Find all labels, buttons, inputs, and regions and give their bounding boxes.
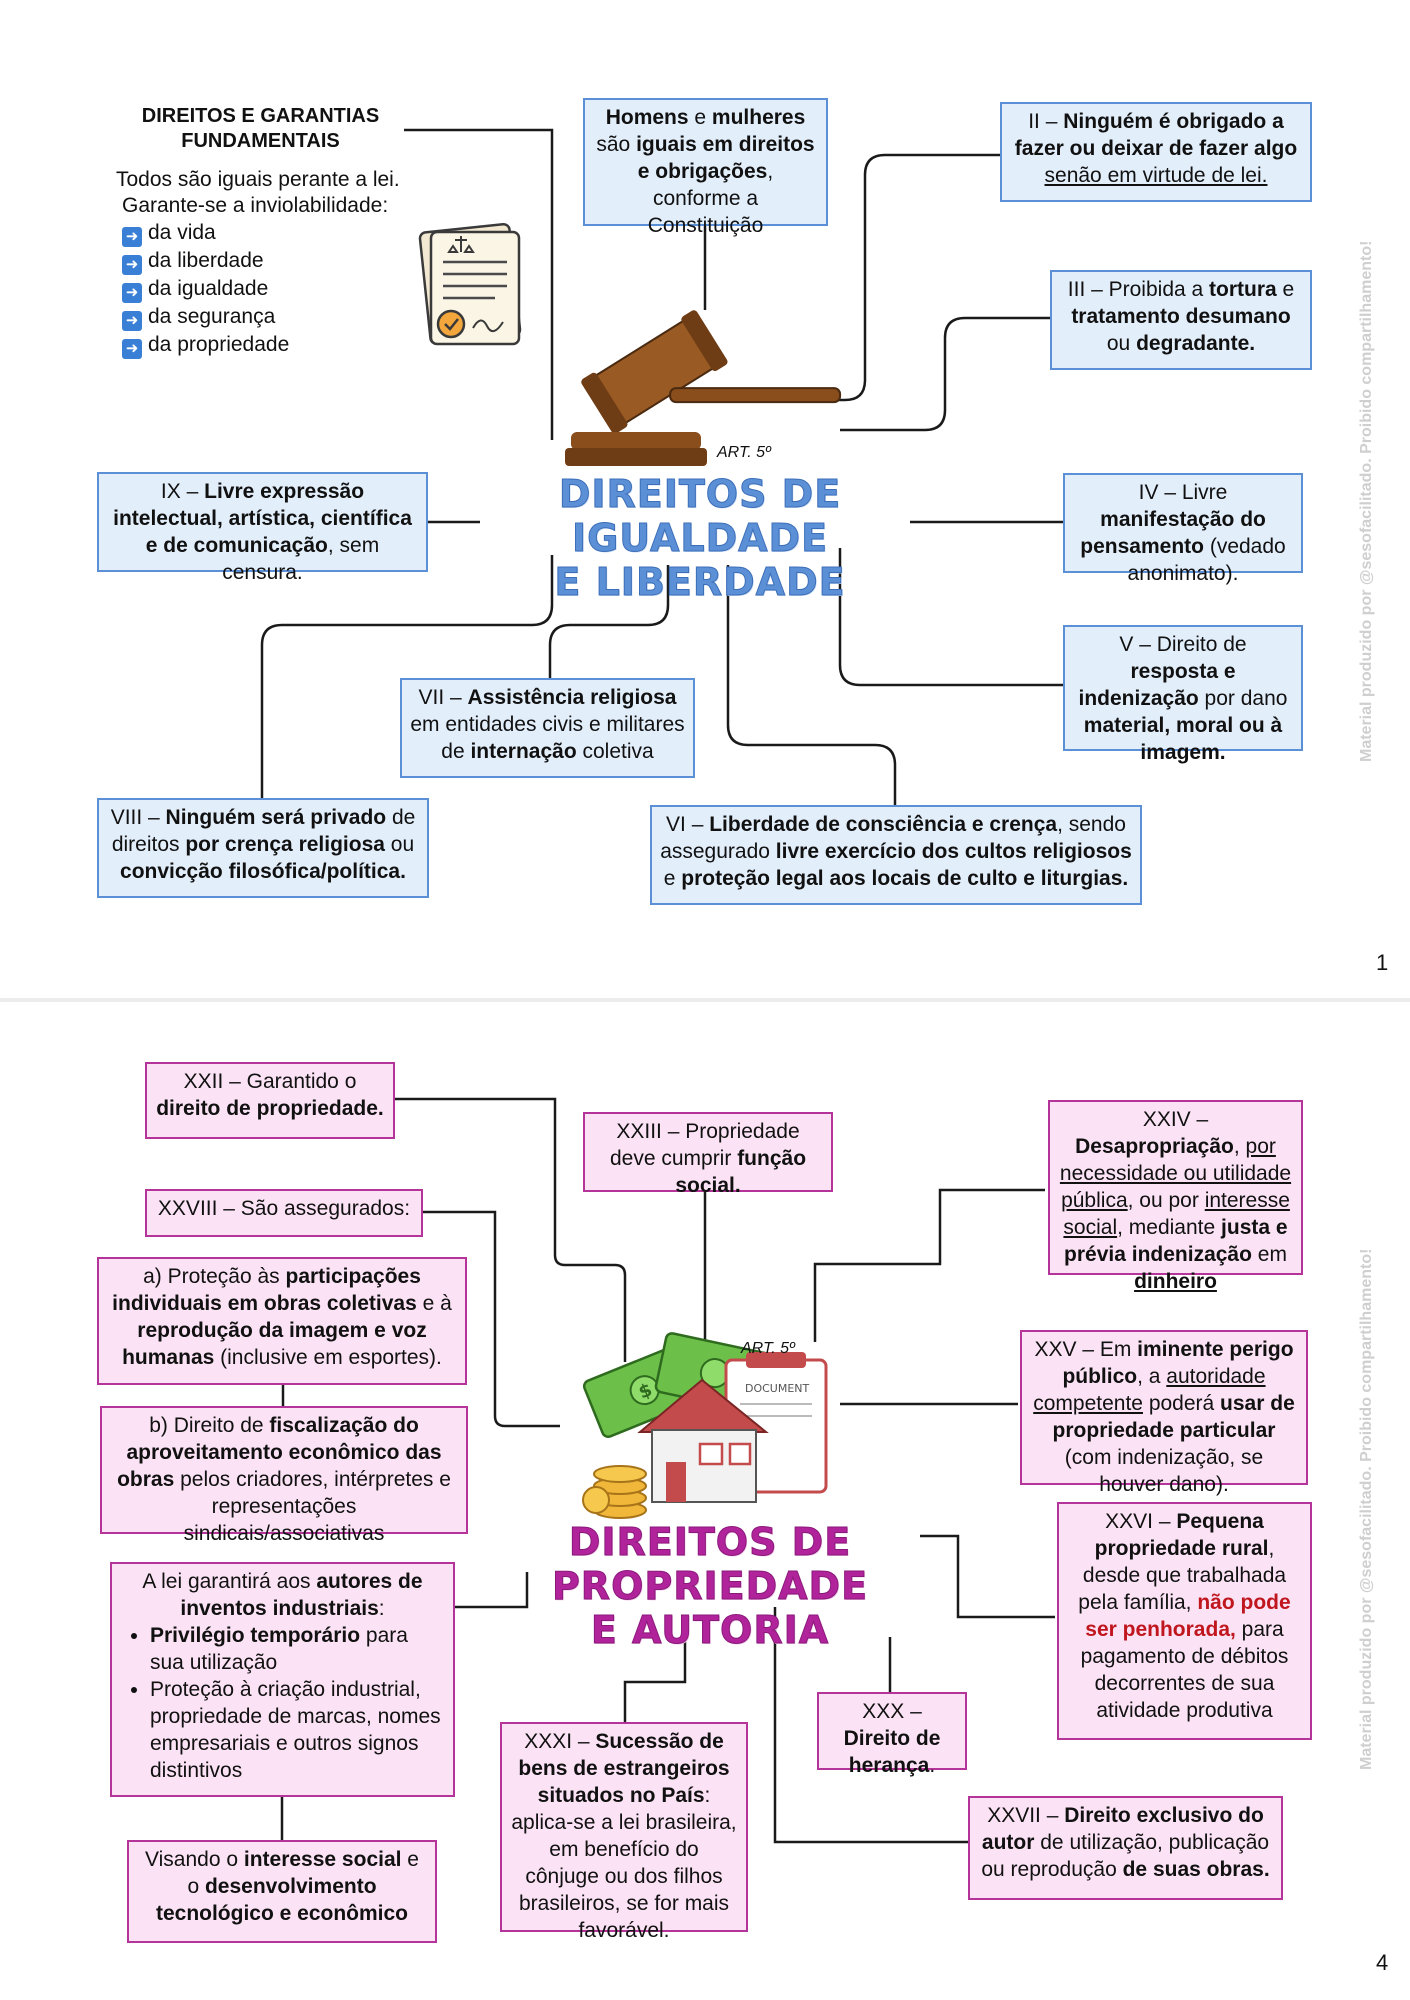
- inciso-xxviii-b-box: b) Direito de fiscalização do aproveitam…: [100, 1406, 468, 1545]
- gavel-icon: [565, 310, 842, 466]
- article-label: ART. 5º: [741, 1340, 795, 1357]
- intro-line-2: Garante-se a inviolabilidade:: [122, 194, 389, 217]
- inciso-xxxi-box: XXXI – Sucessão de bens de estrangeiros …: [500, 1722, 748, 1942]
- inciso-xxviii-a-box: a) Proteção às participações individuais…: [97, 1257, 467, 1385]
- map-title: DIREITOS DE PROPRIEDADE E AUTORIA: [470, 1520, 950, 1653]
- article-label: ART. 5º: [717, 444, 771, 461]
- inciso-xxiii-box: XXIII – Propriedade deve cumprir função …: [583, 1112, 833, 1197]
- intro-item: ➜da vida: [122, 219, 289, 247]
- inciso-xxvii-box: XXVII – Direito exclusivo do autor de ut…: [968, 1796, 1283, 1900]
- document-label: DOCUMENT: [745, 1382, 810, 1395]
- intro-item: ➜da liberdade: [122, 247, 289, 275]
- inciso-ii-box: II – Ninguém é obrigado a fazer ou deixa…: [1000, 102, 1312, 202]
- inciso-xxviii-box: XXVIII – São assegurados:: [145, 1189, 423, 1237]
- intro-item: ➜da propriedade: [122, 331, 289, 359]
- inciso-ix-box: IX – Livre expressão intelectual, artíst…: [97, 472, 428, 584]
- house-money-icon: $ DOCUMENT: [582, 1332, 828, 1519]
- inciso-xxiv-box: XXIV – Desapropriação, por necessidade o…: [1048, 1100, 1303, 1293]
- xxix-list: Privilégio temporário para sua utilizaçã…: [120, 1622, 445, 1784]
- inciso-xxix-box: A lei garantirá aos autores de inventos …: [110, 1562, 455, 1797]
- intro-title: DIREITOS E GARANTIAS FUNDAMENTAIS: [141, 105, 380, 152]
- title-line-2: E AUTORIA: [590, 1608, 830, 1653]
- intro-list: ➜da vida ➜da liberdade ➜da igualdade ➜da…: [122, 219, 289, 359]
- inciso-iv-box: IV – Livre manifestação do pensamento (v…: [1063, 473, 1303, 585]
- page-number: 1: [1376, 950, 1389, 975]
- watermark: Material produzido por @sesofacilitado. …: [1358, 240, 1375, 762]
- arrow-right-icon: ➜: [122, 255, 142, 275]
- inciso-xxx-box: XXX – Direito de herança.: [817, 1692, 967, 1777]
- page-1: DIREITOS E GARANTIAS FUNDAMENTAIS Todos …: [0, 0, 1410, 998]
- inciso-vii-box: VII – Assistência religiosa em entidades…: [400, 678, 695, 778]
- title-line-2: E LIBERDADE: [554, 560, 846, 605]
- certificate-icon: [418, 222, 522, 346]
- inciso-xxv-box: XXV – Em iminente perigo público, a auto…: [1020, 1330, 1308, 1496]
- page-4: $ DOCUMENT ART. 5º DIREITOS DE PROPRIEDA…: [0, 1002, 1410, 2000]
- page-number: 4: [1376, 1950, 1389, 1975]
- title-line-1: DIREITOS DE PROPRIEDADE: [551, 1520, 869, 1609]
- connector-lines: [280, 1097, 1055, 1844]
- map-title: DIREITOS DE IGUALDADE E LIBERDADE: [470, 472, 930, 605]
- arrow-right-icon: ➜: [122, 311, 142, 331]
- arrow-right-icon: ➜: [122, 227, 142, 247]
- caput-box: Homens e mulheres são iguais em direitos…: [583, 98, 828, 237]
- arrow-right-icon: ➜: [122, 283, 142, 303]
- inciso-iii-box: III – Proibida a tortura e tratamento de…: [1050, 270, 1312, 370]
- watermark: Material produzido por @sesofacilitado. …: [1358, 1248, 1375, 1770]
- inciso-xxvi-box: XXVI – Pequena propriedade rural, desde …: [1057, 1502, 1312, 1740]
- intro-item: ➜da segurança: [122, 303, 289, 331]
- inciso-vi-box: VI – Liberdade de consciência e crença, …: [650, 805, 1142, 905]
- inciso-v-box: V – Direito de resposta e indenização po…: [1063, 625, 1303, 764]
- connector-lines: [260, 128, 1065, 805]
- inciso-viii-box: VIII – Ninguém será privado de direitos …: [97, 798, 429, 898]
- intro-line-1: Todos são iguais perante a lei.: [116, 168, 400, 191]
- intro-item: ➜da igualdade: [122, 275, 289, 303]
- arrow-right-icon: ➜: [122, 339, 142, 359]
- inciso-xxii-box: XXII – Garantido o direito de propriedad…: [145, 1062, 395, 1139]
- list-item: Proteção à criação industrial, proprieda…: [150, 1676, 445, 1784]
- xxix-goal-box: Visando o interesse social e o desenvolv…: [127, 1840, 437, 1943]
- title-line-1: DIREITOS DE IGUALDADE: [558, 472, 842, 561]
- list-item: Privilégio temporário para sua utilizaçã…: [150, 1622, 445, 1676]
